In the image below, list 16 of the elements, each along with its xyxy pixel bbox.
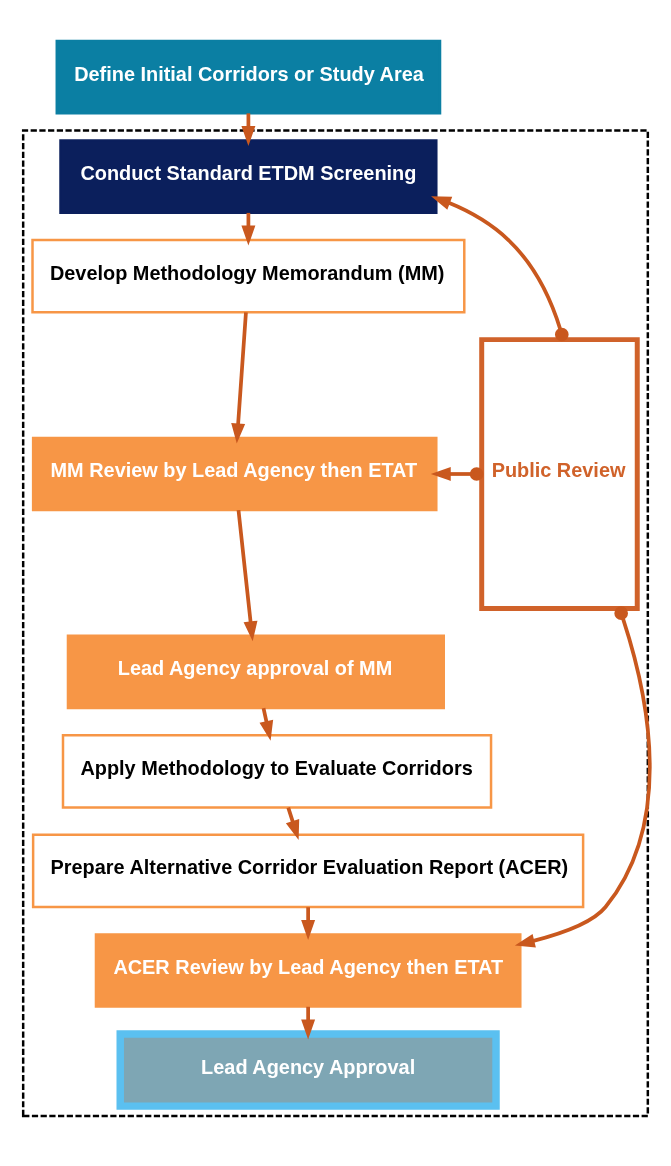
arrow: [236, 509, 258, 641]
arrow: [514, 605, 652, 947]
arrow: [431, 195, 569, 341]
node-box: Define Initial Corridors or Study Area: [55, 39, 442, 114]
arrow: [231, 311, 248, 443]
node-box: Lead Agency Approval: [116, 1029, 500, 1110]
node-box: Conduct Standard ETDM Screening: [59, 138, 438, 214]
node-box: ACER Review by Lead Agency then ETAT: [94, 932, 522, 1008]
node-box: Prepare Alternative Corridor Evaluation Report (ACER): [31, 833, 585, 908]
node-box: MM Review by Lead Agency then ETAT: [31, 436, 438, 511]
node-box: Develop Methodology Memorandum (MM): [31, 238, 466, 313]
arrow: [301, 906, 316, 940]
node-box: Lead Agency approval of MM: [66, 634, 445, 709]
node-box: Apply Methodology to Evaluate Corridors: [61, 733, 493, 809]
node-box: Public Review: [479, 336, 640, 611]
arrow: [430, 466, 484, 481]
